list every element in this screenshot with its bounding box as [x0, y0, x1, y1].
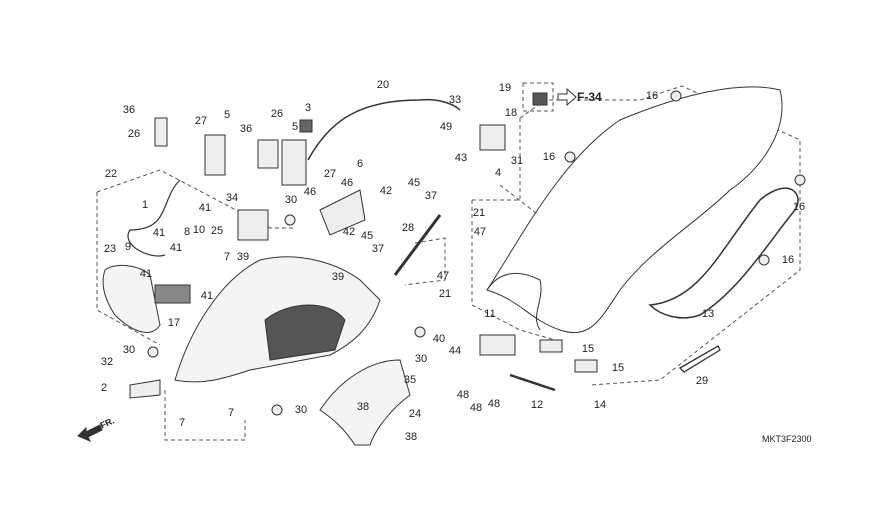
part-label[interactable]: 27	[194, 115, 208, 127]
part-label[interactable]: 24	[408, 408, 422, 420]
part-label[interactable]: 23	[103, 243, 117, 255]
part-label[interactable]: 48	[456, 389, 470, 401]
part-label[interactable]: 16	[645, 90, 659, 102]
part-label[interactable]: 39	[331, 271, 345, 283]
part-label[interactable]: 9	[124, 241, 132, 253]
part-label[interactable]: 15	[611, 362, 625, 374]
diagram-code: MKT3F2300	[762, 434, 812, 444]
part-label[interactable]: 2	[100, 382, 108, 394]
part-label[interactable]: 40	[432, 333, 446, 345]
part-label[interactable]: 42	[342, 226, 356, 238]
part-label[interactable]: 5	[291, 121, 299, 133]
part-label[interactable]: 19	[498, 82, 512, 94]
part-label[interactable]: 46	[303, 186, 317, 198]
part-label[interactable]: 8	[183, 226, 191, 238]
cable-1	[127, 179, 181, 257]
small-parts	[129, 90, 806, 416]
part-label[interactable]: 20	[376, 79, 390, 91]
part-label[interactable]: 6	[356, 158, 364, 170]
part-label[interactable]: 26	[127, 128, 141, 140]
part-label[interactable]: 26	[270, 108, 284, 120]
part-label[interactable]: 29	[695, 375, 709, 387]
part-label[interactable]: 43	[454, 152, 468, 164]
part-label[interactable]: 41	[198, 202, 212, 214]
part-label[interactable]: 7	[178, 417, 186, 429]
part-label[interactable]: 47	[473, 226, 487, 238]
part-label[interactable]: 5	[223, 109, 231, 121]
part-label[interactable]: 45	[360, 230, 374, 242]
part-label[interactable]: 16	[542, 151, 556, 163]
stay-28	[393, 214, 442, 276]
part-label[interactable]: 14	[593, 399, 607, 411]
part-label[interactable]: 48	[469, 402, 483, 414]
part-label[interactable]: 7	[227, 407, 235, 419]
part-label[interactable]: 36	[122, 104, 136, 116]
part-label[interactable]: 21	[438, 288, 452, 300]
part-label[interactable]: 48	[487, 398, 501, 410]
part-label[interactable]: 36	[239, 123, 253, 135]
part-label[interactable]: 15	[581, 343, 595, 355]
reference-link-f34[interactable]: F-34	[577, 90, 602, 104]
seat-illustration	[486, 86, 799, 334]
part-label[interactable]: 37	[424, 190, 438, 202]
part-label[interactable]: 41	[152, 227, 166, 239]
part-label[interactable]: 41	[139, 268, 153, 280]
reference-arrow-icon	[557, 87, 577, 107]
part-label[interactable]: 28	[401, 222, 415, 234]
cover-23-illustration	[102, 264, 161, 333]
part-label[interactable]: 49	[439, 121, 453, 133]
part-label[interactable]: 34	[225, 192, 239, 204]
part-label[interactable]: 44	[448, 345, 462, 357]
part-label[interactable]: 31	[510, 155, 524, 167]
part-label[interactable]: 35	[403, 374, 417, 386]
part-label[interactable]: 38	[356, 401, 370, 413]
part-label[interactable]: 41	[200, 290, 214, 302]
part-label[interactable]: 25	[210, 225, 224, 237]
cable-20	[307, 98, 461, 161]
part-label[interactable]: 33	[448, 94, 462, 106]
part-label[interactable]: 22	[104, 168, 118, 180]
rear-fender-illustration	[174, 256, 411, 446]
part-label[interactable]: 10	[192, 224, 206, 236]
part-label[interactable]: 4	[494, 167, 502, 179]
part-label[interactable]: 30	[122, 344, 136, 356]
part-label[interactable]: 7	[223, 251, 231, 263]
part-label[interactable]: 41	[169, 242, 183, 254]
part-label[interactable]: 17	[167, 317, 181, 329]
part-label[interactable]: 37	[371, 243, 385, 255]
part-label[interactable]: 11	[484, 308, 496, 320]
part-label[interactable]: 1	[141, 199, 149, 211]
part-label[interactable]: 30	[284, 194, 298, 206]
part-label[interactable]: 12	[530, 399, 544, 411]
part-label[interactable]: 30	[294, 404, 308, 416]
part-label[interactable]: 45	[407, 177, 421, 189]
part-label[interactable]: 21	[472, 207, 486, 219]
part-label[interactable]: 39	[236, 251, 250, 263]
part-label[interactable]: 27	[323, 168, 337, 180]
part-label[interactable]: 42	[379, 185, 393, 197]
hook-29	[678, 345, 721, 373]
part-label[interactable]: 3	[304, 102, 312, 114]
front-arrow-icon	[77, 424, 103, 442]
part-label[interactable]: 32	[100, 356, 114, 368]
part-label[interactable]: 13	[701, 308, 715, 320]
part-label[interactable]: 38	[404, 431, 418, 443]
part-label[interactable]: 46	[340, 177, 354, 189]
part-label[interactable]: 47	[436, 270, 450, 282]
part-label[interactable]: 18	[504, 107, 518, 119]
pin-12	[509, 373, 556, 392]
part-label[interactable]: 16	[792, 201, 806, 213]
part-label[interactable]: 16	[781, 254, 795, 266]
part-label[interactable]: 30	[414, 353, 428, 365]
